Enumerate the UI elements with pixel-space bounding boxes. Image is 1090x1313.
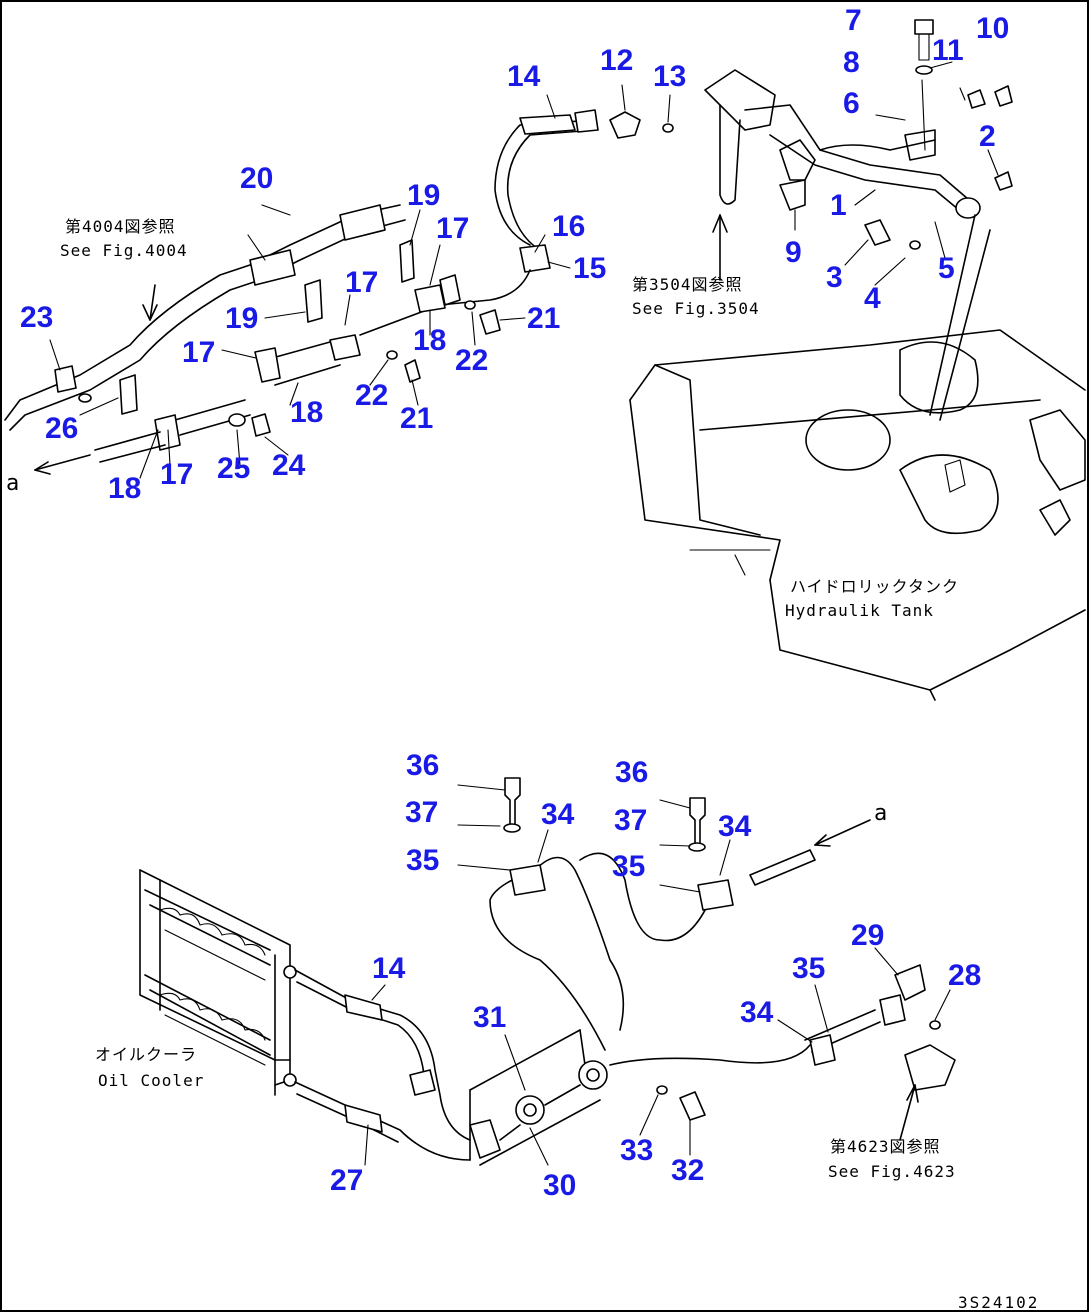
hose-20-long [4,204,415,431]
callout-15: 15 [573,252,606,285]
callout-34-far: 34 [740,996,774,1029]
note-fig3504-en: See Fig.3504 [632,299,760,318]
callout-5: 5 [938,252,955,285]
oil-cooler-drawing [139,869,297,1096]
leader-lines-lower [364,784,951,1166]
note-fig4004-en: See Fig.4004 [60,241,188,260]
callout-35-far: 35 [792,952,825,985]
callout-18-mid: 18 [413,324,446,357]
callout-4: 4 [864,282,881,315]
callout-26: 26 [45,412,78,445]
callout-33: 33 [620,1134,653,1167]
ref-a-upper-arrow [34,454,91,475]
callout-17-bottom: 17 [160,458,193,491]
ref-a-lower: a [874,801,887,826]
callout-35-right: 35 [612,850,645,883]
callout-14-lower: 14 [372,952,406,985]
callout-32: 32 [671,1154,704,1187]
callout-18-bottom: 18 [108,472,141,505]
callout-34-right: 34 [718,810,752,843]
clamp-block-31 [469,1029,706,1166]
drawing-code: 3S24102 [958,1293,1039,1312]
callout-17-mid: 17 [345,266,378,299]
lines-clamps-upper [94,269,531,463]
callout-14-upper: 14 [507,60,541,93]
note-fig4004-jp: 第4004図参照 [65,217,176,236]
ref-a-upper: a [6,471,19,496]
callout-17-top: 17 [436,212,469,245]
callout-9: 9 [785,236,802,269]
note-cooler-jp: オイルクーラ [95,1045,197,1064]
leader-lines-upper [49,61,999,479]
callout-23: 23 [20,301,53,334]
callout-25: 25 [217,452,250,485]
ref-a-lower-arrow [814,819,871,847]
callout-37-left: 37 [405,796,438,829]
callout-7: 7 [845,4,862,37]
callout-35-left: 35 [406,844,439,877]
callout-12: 12 [600,44,633,77]
callout-6: 6 [843,87,860,120]
callout-22-left: 22 [355,379,388,412]
callout-20: 20 [240,162,273,195]
note-fig3504-jp: 第3504図参照 [632,275,743,294]
callout-27: 27 [330,1164,363,1197]
callout-11: 11 [932,34,964,67]
callout-22-right: 22 [455,344,488,377]
callout-16: 16 [552,210,585,243]
callout-19-top: 19 [407,179,440,212]
callout-37-right: 37 [614,804,647,837]
callout-29: 29 [851,919,884,952]
callout-21-left: 21 [400,402,433,435]
callout-21-right: 21 [527,302,560,335]
pipe-assembly-upper [704,19,1013,421]
note-tank-jp: ハイドロリックタンク [790,577,959,596]
callout-31: 31 [473,1001,506,1034]
hose-14-upper [494,109,674,273]
callout-36-right: 36 [615,756,648,789]
callout-36-left: 36 [406,749,439,782]
callout-30: 30 [543,1169,576,1202]
hose-loop-lower [489,777,956,1091]
callout-13: 13 [653,60,686,93]
hydraulic-tank-drawing [629,329,1086,701]
note-tank-en: Hydraulik Tank [785,601,934,620]
callout-24: 24 [272,449,306,482]
callout-17-left: 17 [182,336,215,369]
callout-10: 10 [976,12,1009,45]
callout-18-center: 18 [290,396,323,429]
note-fig4623-jp: 第4623図参照 [830,1137,941,1156]
callout-1: 1 [830,189,847,222]
callout-28: 28 [948,959,981,992]
callout-3: 3 [826,261,843,294]
note-cooler-en: Oil Cooler [98,1071,204,1090]
callout-8: 8 [843,46,860,79]
hoses-lower [294,969,471,1161]
note-fig4623-en: See Fig.4623 [828,1162,956,1181]
callout-2: 2 [979,120,996,153]
callout-34-left: 34 [541,798,575,831]
callout-19-left: 19 [225,302,258,335]
